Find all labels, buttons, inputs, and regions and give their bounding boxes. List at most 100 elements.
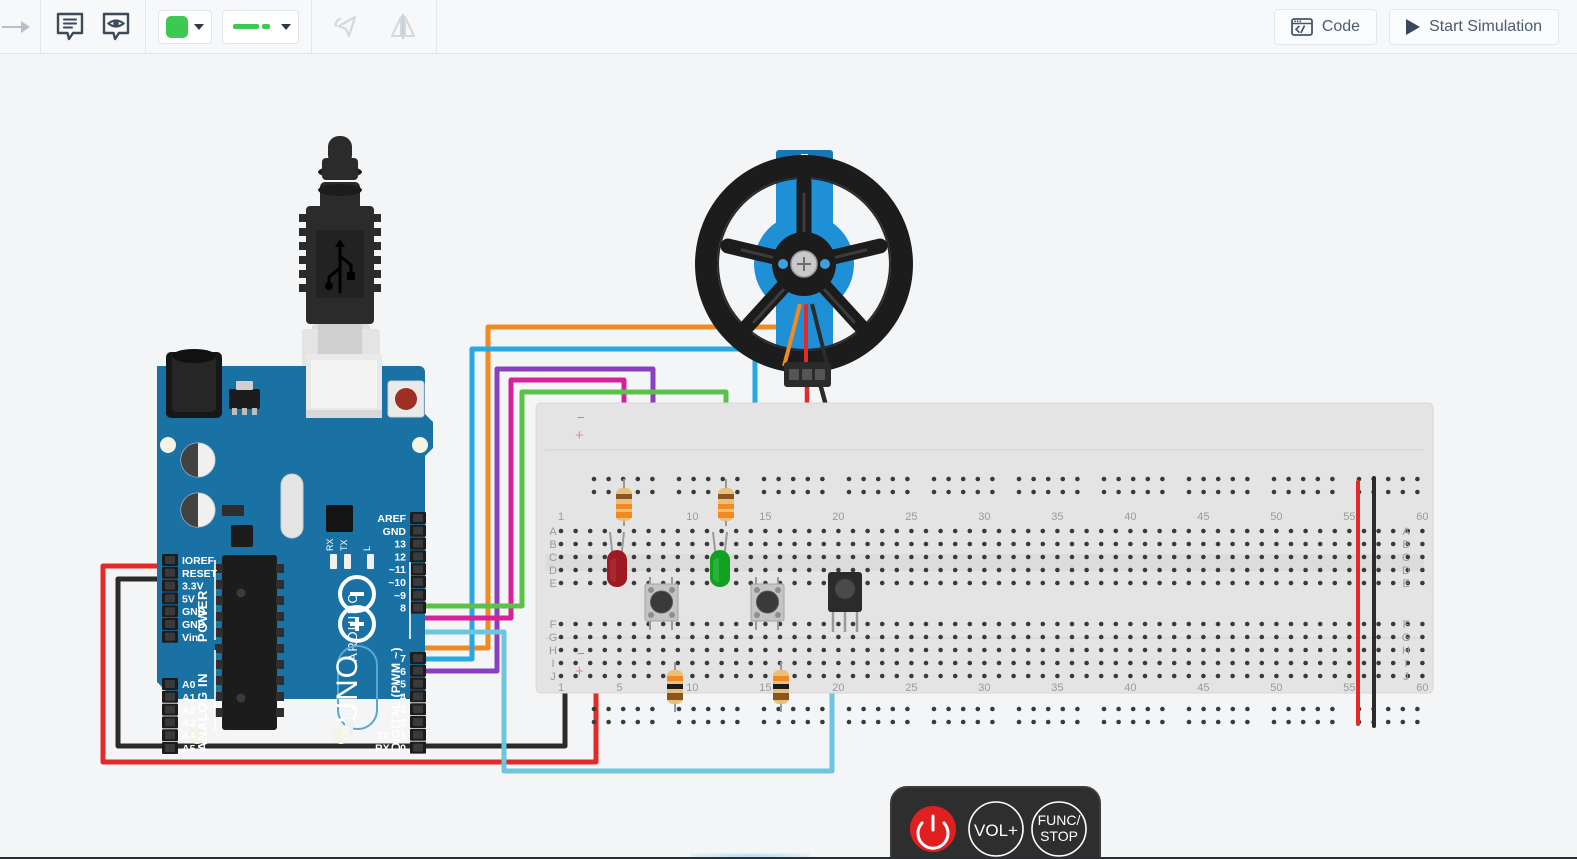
canvas-glow	[690, 853, 810, 859]
wire-style-picker[interactable]	[222, 9, 299, 44]
breadboard-row-label: D	[1402, 565, 1410, 577]
board-pin-label-vin: Vin	[182, 632, 198, 644]
ir-receiver[interactable]	[828, 572, 862, 632]
resistor-3[interactable]	[667, 662, 683, 712]
breadboard-row-label: G	[1402, 632, 1411, 644]
start-simulation-button[interactable]: Start Simulation	[1389, 8, 1559, 45]
breadboard-column-tick: 15	[759, 682, 771, 694]
circuit-canvas[interactable]: − + − + 11551010151520202525303035354040…	[0, 54, 1577, 859]
board-pin-label-ioref: IOREF	[182, 555, 215, 567]
toolbar-group-style	[146, 0, 311, 54]
board-pin-headers[interactable]	[162, 512, 426, 754]
wire-5v-red[interactable]	[100, 563, 599, 765]
breadboard-column-tick: 20	[832, 682, 844, 694]
chevron-down-icon[interactable]	[281, 23, 291, 30]
resistor-4[interactable]	[773, 662, 789, 712]
pushbutton-2[interactable]	[750, 577, 785, 630]
rotate-icon[interactable]	[322, 4, 368, 50]
breadboard-column-tick: 45	[1197, 511, 1209, 523]
ir-remote[interactable]: VOL+ FUNC/ STOP	[890, 786, 1101, 859]
board-pin-label-9: ~9	[394, 590, 406, 602]
wire-color-picker[interactable]	[158, 9, 212, 44]
breadboard-column-tick: 10	[686, 682, 698, 694]
breadboard-row-label: F	[550, 619, 557, 631]
canvas-bottom-edge	[0, 857, 1577, 859]
vol-up-label: VOL+	[974, 821, 1018, 840]
breadboard-column-tick: 50	[1270, 682, 1282, 694]
part-layer: − + − + 11551010151520202525303035354040…	[157, 136, 1434, 859]
arduino-uno-board[interactable]: ARDUINO UNO RX TX L ON	[157, 349, 433, 755]
resistor-1[interactable]	[616, 479, 632, 526]
board-pin-labels: IOREFRESET3.3V5VGNDGNDVinA0A1A2A3A4A5ARE…	[182, 513, 407, 755]
breadboard-row-label: I	[551, 658, 554, 670]
board-pin-label-rx0: RX←0	[375, 743, 406, 755]
notes-glyph	[56, 12, 84, 40]
board-pin-label-10: ~10	[388, 577, 406, 589]
breadboard-column-tick: 50	[1270, 511, 1282, 523]
board-pin-label-12: 12	[394, 551, 406, 563]
board-pin-label-a3: A3	[182, 717, 196, 729]
wire-pin5-cyan[interactable]	[421, 629, 835, 774]
code-button[interactable]: Code	[1273, 8, 1378, 45]
toolbar-divider-3	[311, 0, 312, 54]
board-pin-label-4: 4	[400, 691, 406, 703]
board-model-label-group: UNO	[331, 645, 378, 730]
func-stop-label-line1: FUNC/	[1038, 812, 1081, 828]
breadboard-column-tick: 15	[759, 511, 771, 523]
visibility-icon[interactable]	[93, 4, 139, 50]
breadboard-row-label: H	[1402, 645, 1410, 657]
code-button-label: Code	[1321, 17, 1361, 35]
board-pin-label-13: 13	[394, 539, 406, 551]
pushbutton-1[interactable]	[644, 577, 679, 630]
rail-minus-label-bottom: −	[577, 646, 585, 661]
board-pin-label-gnd: GND	[182, 606, 206, 618]
chevron-down-icon[interactable]	[194, 23, 204, 30]
led-green[interactable]	[710, 531, 730, 587]
board-pin-label-reset: RESET	[182, 568, 218, 580]
flip-icon[interactable]	[380, 4, 426, 50]
rail-plus-label-bottom: +	[575, 663, 584, 680]
breadboard-row-label: B	[549, 539, 556, 551]
led-label-on: ON	[341, 727, 351, 741]
toolbar-group-annotations	[41, 0, 145, 54]
breadboard-row-label: J	[1403, 671, 1409, 683]
resistor-2[interactable]	[718, 479, 734, 526]
arrow-right-icon[interactable]	[0, 4, 40, 50]
board-pin-label-a5: A5	[182, 743, 196, 755]
board-pin-label-gnd: GND	[383, 526, 407, 538]
arrow-right-glyph	[2, 20, 30, 33]
breadboard-row-label: G	[549, 632, 558, 644]
breadboard-column-tick: 60	[1416, 511, 1428, 523]
board-pin-label-tx1: TX→1	[376, 730, 406, 742]
board-pin-label-5v: 5V	[182, 593, 195, 605]
breadboard-column-tick: 55	[1343, 511, 1355, 523]
breadboard-column-tick: 20	[832, 511, 844, 523]
board-pin-label-gnd: GND	[182, 619, 206, 631]
led-red[interactable]	[607, 531, 627, 587]
breadboard-column-tick: 25	[905, 682, 917, 694]
board-pin-label-8: 8	[400, 603, 406, 615]
eye-glyph	[102, 12, 130, 40]
board-pin-label-2: 2	[400, 717, 406, 729]
analog-header-label: ANALOG IN	[195, 673, 210, 751]
board-pin-label-a0: A0	[182, 679, 196, 691]
led-label-tx: TX	[339, 539, 349, 551]
breadboard-column-tick: 45	[1197, 682, 1209, 694]
start-simulation-label: Start Simulation	[1429, 17, 1542, 35]
breadboard-row-label: E	[549, 578, 556, 590]
breadboard-column-tick: 30	[978, 682, 990, 694]
led-label-rx: RX	[325, 538, 335, 551]
breadboard-row-label: C	[549, 552, 557, 564]
breadboard-column-tick: 55	[1343, 682, 1355, 694]
breadboard-column-tick: 1	[558, 682, 564, 694]
breadboard-row-label: F	[1403, 619, 1410, 631]
servo-motor[interactable]	[695, 150, 913, 387]
rotate-glyph	[334, 15, 357, 37]
breadboard-row-label: I	[1404, 658, 1407, 670]
usb-logo-icon	[325, 239, 355, 294]
wire-color-swatch	[166, 15, 188, 38]
notes-icon[interactable]	[47, 4, 93, 50]
breadboard-column-tick: 5	[616, 682, 622, 694]
breadboard-column-tick: 35	[1051, 511, 1063, 523]
